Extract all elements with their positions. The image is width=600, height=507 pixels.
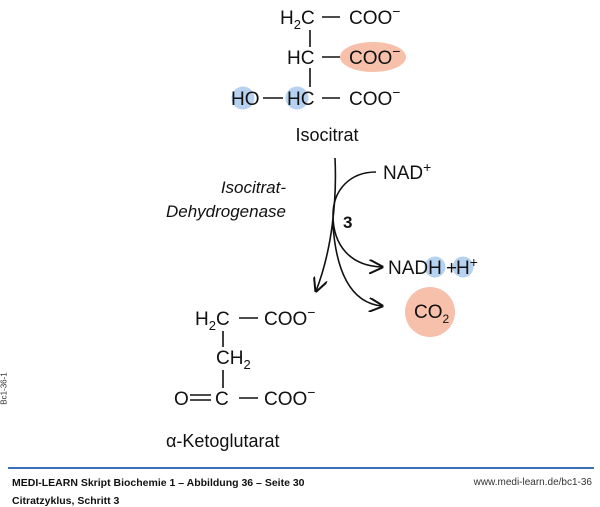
svg-text:H2C: H2C: [195, 309, 230, 333]
co2-out-arrow: [332, 224, 382, 306]
enzyme-label-line2: Dehydrogenase: [166, 202, 286, 221]
plus-sign: +: [446, 258, 457, 279]
co2-highlight: [405, 287, 455, 337]
isocitrate-label: Isocitrat: [295, 125, 358, 145]
svg-text:COO−: COO−: [264, 384, 315, 410]
svg-text:HC: HC: [287, 48, 314, 69]
svg-text:HO: HO: [231, 89, 260, 110]
nad-plus: NAD+: [383, 159, 431, 184]
svg-text:HC: HC: [287, 89, 314, 110]
main-reaction-arrow: [316, 157, 337, 291]
nadh-out-arrow: [332, 214, 382, 267]
isocitrate-structure: H2C COO− HC COO− HO HC COO−: [231, 3, 400, 110]
svg-text:O: O: [174, 389, 189, 410]
ketoglutarate-label: α-Ketoglutarat: [166, 431, 279, 451]
nadh-product: NADH: [388, 258, 442, 279]
figure-code: Bc1-36-1: [0, 372, 9, 405]
svg-text:H2C: H2C: [280, 8, 315, 32]
nad-in-curve: [332, 171, 377, 216]
enzyme-label-line1: Isocitrat-: [221, 178, 287, 197]
nadh-h-highlight: [424, 256, 446, 278]
footer-rule: [8, 467, 594, 469]
step-number: 3: [343, 213, 352, 232]
hydroxyl-h-highlight: [231, 86, 255, 110]
co2-product: CO2: [414, 302, 450, 326]
svg-text:C: C: [215, 389, 229, 410]
proton-product: H+: [456, 254, 478, 279]
proton-highlight: [452, 256, 474, 278]
ketoglutarate-structure: H2C COO− CH2 O C COO−: [174, 304, 315, 410]
decarboxylated-group-highlight: [340, 42, 406, 72]
carbon-h-highlight: [285, 86, 309, 110]
svg-text:COO−: COO−: [349, 43, 400, 69]
svg-text:CH2: CH2: [216, 348, 251, 372]
svg-text:COO−: COO−: [349, 3, 400, 29]
footer-title: MEDI-LEARN Skript Biochemie 1 – Abbildun…: [12, 477, 305, 489]
svg-text:COO−: COO−: [264, 304, 315, 330]
svg-text:COO−: COO−: [349, 84, 400, 110]
footer-subtitle: Citratzyklus, Schritt 3: [12, 495, 120, 507]
footer-url[interactable]: www.medi-learn.de/bc1-36: [473, 477, 592, 488]
